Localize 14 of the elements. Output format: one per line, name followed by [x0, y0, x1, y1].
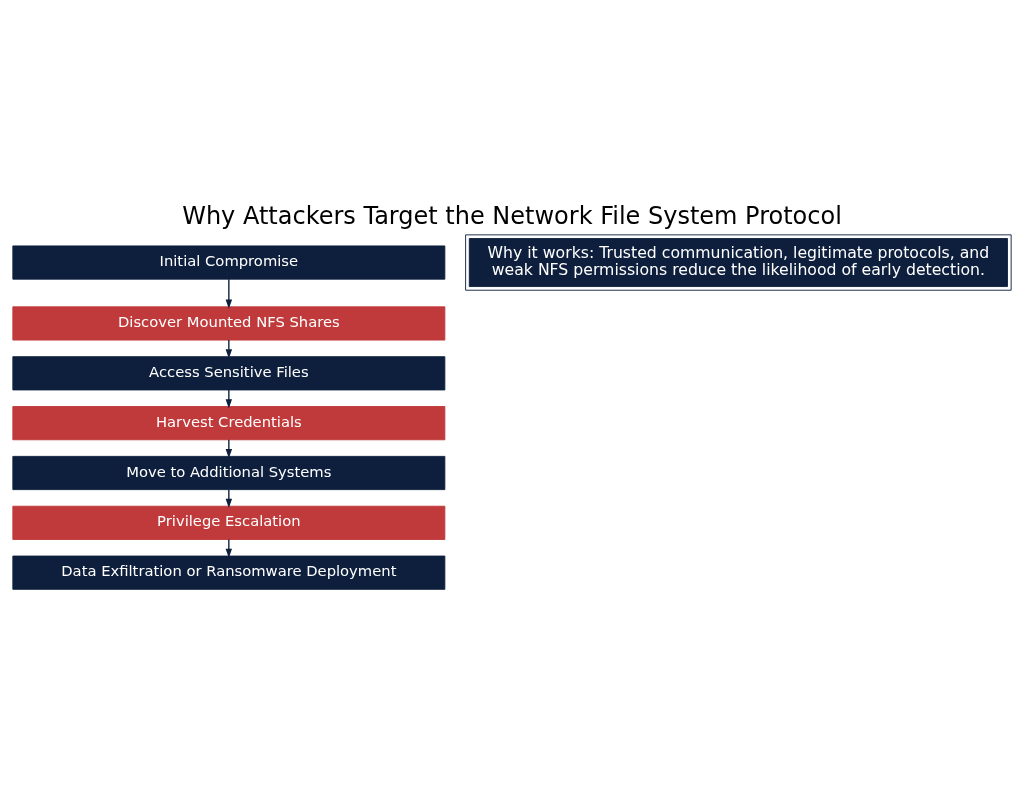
arrow — [225, 389, 233, 409]
node-box: Harvest Credentials — [12, 406, 446, 441]
node-box: Access Sensitive Files — [12, 356, 446, 391]
arrow — [225, 439, 233, 459]
arrow — [225, 538, 233, 558]
node-box: Data Exfiltration or Ransomware Deployment — [12, 555, 446, 590]
arrow — [225, 339, 233, 359]
node-box: Move to Additional Systems — [12, 455, 446, 491]
arrow — [225, 488, 233, 509]
diagram-title: Why Attackers Target the Network File System Protocol — [182, 201, 842, 230]
arrow — [225, 278, 233, 309]
node-box: Initial Compromise — [12, 245, 446, 280]
node-box: Privilege Escalation — [12, 505, 446, 540]
node-box: Discover Mounted NFS Shares — [12, 306, 446, 341]
